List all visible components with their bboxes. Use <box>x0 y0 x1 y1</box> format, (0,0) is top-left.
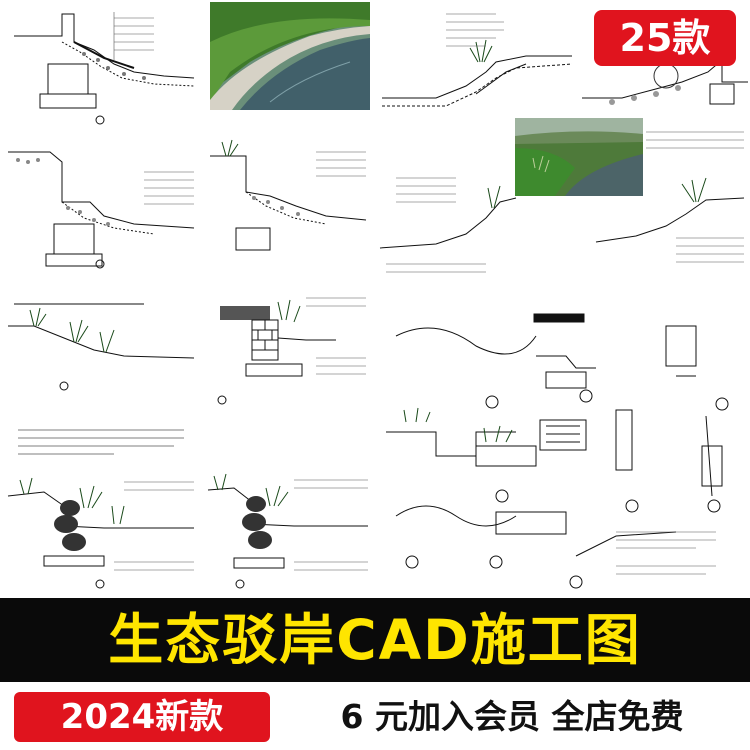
cad-section-drawing <box>4 466 200 594</box>
cad-section-drawing <box>4 132 202 272</box>
cad-section-drawing <box>376 2 576 114</box>
count-badge: 25款 <box>594 10 736 66</box>
riverbank-photo <box>210 2 370 110</box>
cad-notes <box>4 418 200 468</box>
cad-section-drawing <box>206 278 372 408</box>
cad-section-drawing <box>204 466 372 594</box>
cad-section-drawing <box>4 2 202 128</box>
title-banner <box>0 598 750 682</box>
cad-section-drawing <box>206 132 372 262</box>
cad-section-drawing <box>4 286 200 396</box>
year-tag: 2024新款 <box>14 692 270 742</box>
grass-bank-photo <box>515 118 643 196</box>
cad-detail-sheet <box>376 296 748 596</box>
promo-text: 6 元加入会员 全店免费 <box>340 697 684 736</box>
poster-title: 生态驳岸CAD施工图 <box>108 608 642 672</box>
